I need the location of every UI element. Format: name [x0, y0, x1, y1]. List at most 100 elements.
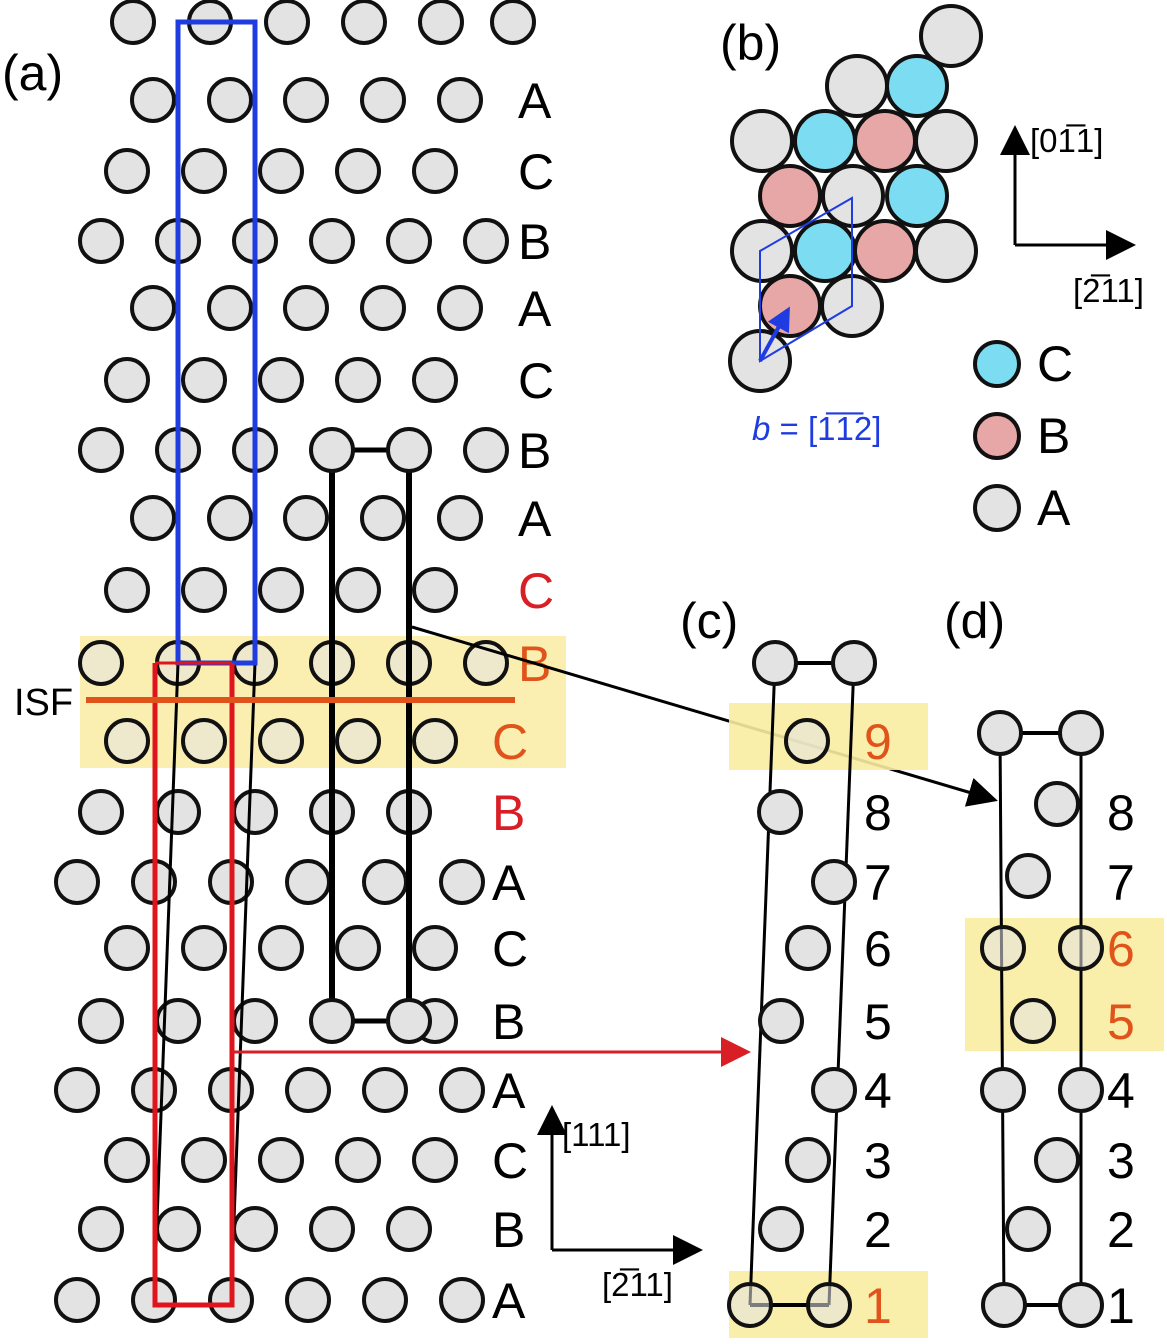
stack-label: B	[518, 423, 551, 479]
atom-b	[758, 274, 822, 338]
atom	[181, 148, 227, 194]
legend-swatch-b	[973, 412, 1021, 460]
atom	[1034, 781, 1080, 827]
atom	[758, 1206, 804, 1252]
atom	[283, 77, 329, 123]
burgers-vector-arrow	[758, 306, 790, 362]
stack-label: A	[492, 1273, 526, 1329]
atom	[104, 1137, 150, 1183]
atom	[386, 427, 432, 473]
atom	[785, 925, 831, 971]
atom	[727, 1282, 773, 1328]
atom	[104, 357, 150, 403]
legend-label: B	[1037, 408, 1070, 464]
atom	[914, 219, 978, 283]
atom	[258, 1137, 304, 1183]
atom	[758, 998, 804, 1044]
atom	[412, 148, 458, 194]
atom	[914, 109, 978, 173]
atom	[437, 285, 483, 331]
atom	[335, 357, 381, 403]
rhombus-cell	[759, 196, 853, 363]
d-line-left	[998, 732, 1006, 1306]
atom	[54, 1277, 100, 1323]
atom	[362, 1277, 408, 1323]
c-line-left	[748, 662, 777, 1306]
layer-num: 2	[1107, 1202, 1135, 1258]
atom	[258, 567, 304, 613]
layer-num: 1	[864, 1278, 892, 1334]
arrow-to-d	[411, 625, 998, 807]
atom-b	[853, 219, 917, 283]
shear-line-left	[152, 662, 180, 1301]
atom	[283, 495, 329, 541]
atom	[78, 789, 124, 835]
layer-num: 9	[864, 714, 892, 770]
atom	[490, 0, 536, 45]
stack-label: A	[518, 491, 552, 547]
atom	[104, 718, 150, 764]
panel-b-label: (b)	[720, 15, 781, 71]
atom	[439, 1277, 485, 1323]
layer-num: 6	[864, 921, 892, 977]
atom	[386, 218, 432, 264]
atom	[439, 859, 485, 905]
atom	[362, 859, 408, 905]
stack-label: C	[492, 921, 528, 977]
layer-num: 5	[864, 994, 892, 1050]
atom	[785, 1137, 831, 1183]
legend-swatch-c	[973, 340, 1021, 388]
atom	[757, 789, 803, 835]
stack-label: B	[518, 214, 551, 270]
layer-num: 8	[1107, 785, 1135, 841]
atom-c	[885, 164, 949, 228]
stack-label: B	[492, 1202, 525, 1258]
atom	[831, 640, 877, 686]
atom	[335, 718, 381, 764]
atom	[335, 148, 381, 194]
atom	[784, 718, 830, 764]
atom	[104, 148, 150, 194]
atom	[730, 109, 794, 173]
stack-label: C	[492, 1133, 528, 1189]
stack-label: A	[492, 1063, 526, 1119]
layer-num: 3	[864, 1133, 892, 1189]
atom	[54, 1067, 100, 1113]
panel-b: (b) b = [1̅1̅2] [01̅1] [2̅11] C	[720, 4, 1144, 536]
stack-label: C	[492, 714, 528, 770]
atom	[412, 718, 458, 764]
stack-label: C	[518, 353, 554, 409]
atom-c	[885, 54, 949, 118]
burgers-value: = [1̅1̅2]	[770, 410, 881, 447]
atom	[181, 567, 227, 613]
atom-b	[853, 109, 917, 173]
atom	[181, 718, 227, 764]
atom	[207, 77, 253, 123]
atom	[1058, 925, 1104, 971]
atom	[981, 1282, 1027, 1328]
atom	[155, 1206, 201, 1252]
layer-num: 8	[864, 785, 892, 841]
atom-b	[758, 164, 822, 228]
atom	[1034, 1137, 1080, 1183]
atom	[130, 77, 176, 123]
atom	[78, 998, 124, 1044]
atom	[1058, 1067, 1104, 1113]
atom	[309, 218, 355, 264]
atom	[806, 1282, 852, 1328]
atom	[360, 77, 406, 123]
atom	[285, 859, 331, 905]
atom	[104, 925, 150, 971]
atom	[1010, 998, 1056, 1044]
stack-label: A	[492, 855, 526, 911]
layer-num: 6	[1107, 921, 1135, 977]
atom	[437, 495, 483, 541]
atom	[412, 925, 458, 971]
atom	[207, 495, 253, 541]
atom	[360, 285, 406, 331]
atom	[1058, 710, 1104, 756]
atom	[155, 789, 201, 835]
atom	[362, 1067, 408, 1113]
atom	[980, 925, 1026, 971]
red-cell	[152, 663, 235, 1308]
